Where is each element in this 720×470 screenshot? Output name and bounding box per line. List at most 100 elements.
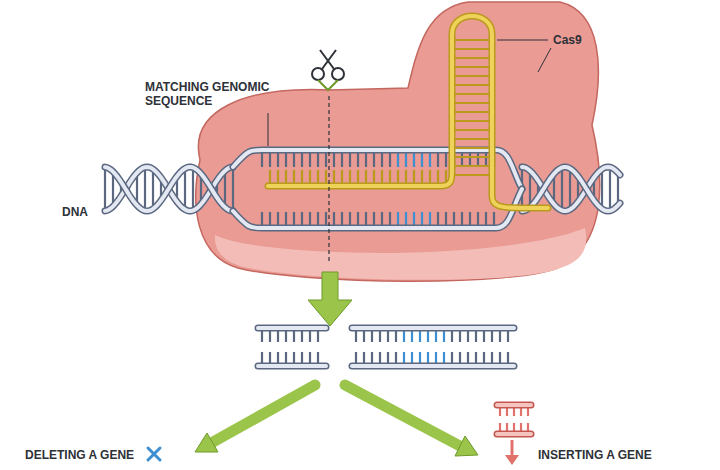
strand-stroke bbox=[522, 167, 620, 211]
base-pair bbox=[437, 170, 439, 184]
base-pair bbox=[277, 170, 279, 184]
base-pair bbox=[184, 171, 186, 206]
scissors-icon bbox=[312, 50, 344, 90]
base-pair bbox=[455, 75, 489, 77]
base-pair bbox=[455, 102, 489, 104]
base-pair bbox=[301, 170, 303, 184]
base-pair bbox=[455, 66, 489, 68]
strand-stroke bbox=[105, 167, 233, 211]
base-pair bbox=[455, 93, 489, 95]
base-pair bbox=[455, 174, 489, 176]
strand-stroke bbox=[258, 363, 326, 370]
base-pair bbox=[601, 172, 603, 206]
base-pair bbox=[455, 156, 489, 158]
base-pair bbox=[413, 170, 415, 184]
process-arrow bbox=[345, 385, 460, 446]
base-pair bbox=[561, 171, 563, 208]
base-pair bbox=[397, 170, 399, 184]
insert-arrow bbox=[505, 455, 519, 465]
base-pair bbox=[136, 176, 138, 203]
strand-stroke bbox=[497, 403, 531, 407]
strand-stroke bbox=[497, 431, 531, 438]
strand-stroke bbox=[497, 432, 531, 436]
base-pair bbox=[455, 57, 489, 59]
base-pair bbox=[429, 170, 431, 184]
base-pair bbox=[152, 172, 154, 206]
base-pair bbox=[349, 170, 351, 184]
base-pair bbox=[455, 84, 489, 86]
delete-mark bbox=[148, 448, 160, 460]
base-pair bbox=[192, 171, 194, 208]
process-arrow bbox=[455, 436, 478, 456]
insert-fragment bbox=[497, 405, 531, 434]
process-arrow bbox=[308, 272, 352, 326]
leader-line bbox=[538, 48, 551, 72]
base-pair bbox=[341, 170, 343, 184]
strand-stroke bbox=[268, 16, 548, 208]
strand-stroke bbox=[497, 402, 531, 409]
base-pair bbox=[325, 170, 327, 184]
base-pair bbox=[569, 171, 571, 206]
base-pair bbox=[365, 170, 367, 184]
base-pair bbox=[421, 170, 423, 184]
base-pair bbox=[309, 170, 311, 184]
base-pair bbox=[455, 39, 489, 41]
strand-stroke bbox=[233, 189, 522, 228]
base-pair bbox=[455, 147, 489, 149]
cut-dna bbox=[258, 328, 514, 366]
base-pair bbox=[224, 174, 226, 205]
strand-stroke bbox=[352, 364, 514, 368]
strand-stroke bbox=[352, 326, 514, 330]
strand-stroke bbox=[233, 189, 522, 228]
insert-arrow bbox=[511, 440, 514, 456]
strand-stroke bbox=[522, 167, 620, 211]
strand-stroke bbox=[352, 325, 514, 332]
process-arrow bbox=[195, 433, 218, 452]
base-pair bbox=[232, 170, 234, 208]
leader-line bbox=[497, 40, 548, 41]
base-pair bbox=[455, 120, 489, 122]
strand-stroke bbox=[522, 167, 620, 211]
base-pair bbox=[104, 170, 106, 208]
step-label: DELETING A GENE bbox=[25, 448, 134, 462]
base-pair bbox=[333, 170, 335, 184]
strand-stroke bbox=[268, 16, 548, 208]
base-pair bbox=[381, 170, 383, 184]
part-label: MATCHING GENOMIC SEQUENCE bbox=[145, 80, 273, 109]
base-pair bbox=[389, 170, 391, 184]
cas9-protein bbox=[196, 2, 600, 281]
base-pair bbox=[112, 175, 114, 204]
strand-stroke bbox=[105, 167, 233, 211]
base-pair bbox=[609, 170, 611, 208]
part-label: Cas9 bbox=[553, 33, 582, 47]
strand-stroke bbox=[258, 325, 326, 332]
step-label: INSERTING A GENE bbox=[538, 448, 652, 462]
base-pair bbox=[317, 170, 319, 184]
strand-stroke bbox=[522, 167, 620, 211]
base-pair bbox=[455, 111, 489, 113]
strand-stroke bbox=[352, 363, 514, 370]
strand-stroke bbox=[258, 364, 326, 368]
base-pair bbox=[269, 170, 271, 184]
leader-line bbox=[268, 113, 269, 146]
base-pair bbox=[455, 165, 489, 167]
base-pair bbox=[617, 176, 619, 203]
guide-rna bbox=[268, 16, 548, 208]
base-pair bbox=[373, 170, 375, 184]
cut-line bbox=[328, 96, 329, 264]
strand-stroke bbox=[105, 167, 233, 211]
base-pair bbox=[455, 48, 489, 50]
base-pair bbox=[293, 170, 295, 184]
base-pair bbox=[144, 170, 146, 208]
base-pair bbox=[405, 170, 407, 184]
cas9-shade bbox=[215, 228, 586, 280]
process-arrow bbox=[213, 385, 315, 442]
base-pair bbox=[529, 174, 531, 205]
part-label: DNA bbox=[62, 205, 88, 219]
strand-stroke bbox=[105, 167, 233, 211]
base-pair bbox=[455, 138, 489, 140]
strand-stroke bbox=[258, 326, 326, 330]
base-pair bbox=[285, 170, 287, 184]
